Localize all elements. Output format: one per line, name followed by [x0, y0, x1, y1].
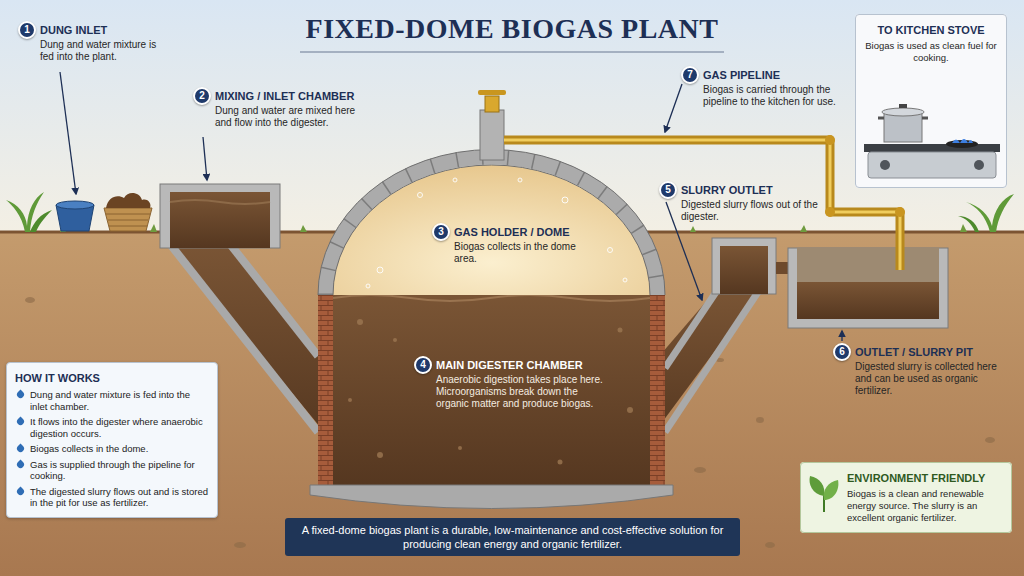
callout-heading: MIXING / INLET CHAMBER — [215, 87, 368, 105]
panel-heading: ENVIRONMENT FRIENDLY — [847, 471, 1003, 485]
callout-number: 4 — [414, 356, 432, 374]
step-item: It flows into the digester where anaerob… — [15, 416, 209, 439]
env-panel-ground — [800, 462, 1012, 533]
callout-text: Dung and water mixture is fed into the p… — [40, 39, 168, 63]
outlet-channel — [649, 290, 760, 440]
stove-panel-ground — [855, 14, 1007, 188]
gas-dome — [318, 150, 665, 295]
kitchen-stove — [864, 104, 1000, 178]
dung-bucket — [56, 201, 94, 231]
callout: 3GAS HOLDER / DOMEBiogas collects in the… — [432, 223, 592, 265]
callout: 6OUTLET / SLURRY PITDigested slurry is c… — [833, 343, 1013, 397]
callout-heading: MAIN DIGESTER CHAMBER — [436, 356, 604, 374]
slurry-pit — [788, 248, 948, 328]
outlet-chamber — [712, 238, 790, 294]
panel-heading: TO KITCHEN STOVE — [864, 23, 998, 37]
step-item: Biogas collects in the dome. — [15, 443, 209, 455]
callout-text: Anaerobic digestion takes place here. Mi… — [436, 374, 604, 410]
dung-basket — [104, 193, 152, 231]
left-plant — [6, 192, 52, 232]
step-item: Gas is supplied through the pipeline for… — [15, 459, 209, 482]
inlet-chamber — [160, 184, 280, 248]
title-rule — [300, 52, 724, 53]
callout: 4MAIN DIGESTER CHAMBERAnaerobic digestio… — [414, 356, 604, 410]
diagram-caption: A fixed-dome biogas plant is a durable, … — [285, 518, 740, 556]
panel-text: Biogas is a clean and renewable energy s… — [847, 488, 1003, 524]
info-panel: ENVIRONMENT FRIENDLY Biogas is a clean an… — [800, 462, 1012, 533]
panel-heading: HOW IT WORKS — [15, 371, 209, 385]
callout-number: 7 — [681, 66, 699, 84]
callout-number: 2 — [193, 87, 211, 105]
callout: 1DUNG INLETDung and water mixture is fed… — [18, 21, 168, 63]
leaf-icon — [810, 476, 839, 512]
info-panel: TO KITCHEN STOVE Biogas is used as clean … — [855, 14, 1007, 188]
callout-text: Biogas is carried through the pipeline t… — [703, 84, 849, 108]
callout-text: Biogas collects in the dome area. — [454, 241, 592, 265]
callout-number: 1 — [18, 21, 36, 39]
callout-text: Digested slurry flows out of the digeste… — [681, 199, 819, 223]
callout-heading: GAS PIPELINE — [703, 66, 849, 84]
callout: 7GAS PIPELINEBiogas is carried through t… — [681, 66, 849, 108]
callout-heading: DUNG INLET — [40, 21, 168, 39]
leader-lines — [60, 72, 842, 341]
callout-text: Digested slurry is collected here and ca… — [855, 361, 1013, 397]
right-plant — [958, 194, 1014, 232]
step-item: Dung and water mixture is fed into the i… — [15, 389, 209, 412]
callout: 5SLURRY OUTLETDigested slurry flows out … — [659, 181, 819, 223]
panel-text: Biogas is used as clean fuel for cooking… — [864, 40, 998, 64]
callout-number: 6 — [833, 343, 851, 361]
callout-number: 5 — [659, 181, 677, 199]
callout-text: Dung and water are mixed here and flow i… — [215, 105, 368, 129]
step-item: The digested slurry flows out and is sto… — [15, 486, 209, 509]
steps-panel: HOW IT WORKS Dung and water mixture is fe… — [6, 362, 218, 518]
callout-heading: OUTLET / SLURRY PIT — [855, 343, 1013, 361]
callout-heading: SLURRY OUTLET — [681, 181, 819, 199]
callout: 2MIXING / INLET CHAMBERDung and water ar… — [193, 87, 368, 129]
gas-valve — [478, 90, 506, 160]
callout-heading: GAS HOLDER / DOME — [454, 223, 592, 241]
digester — [310, 295, 673, 509]
callout-number: 3 — [432, 223, 450, 241]
